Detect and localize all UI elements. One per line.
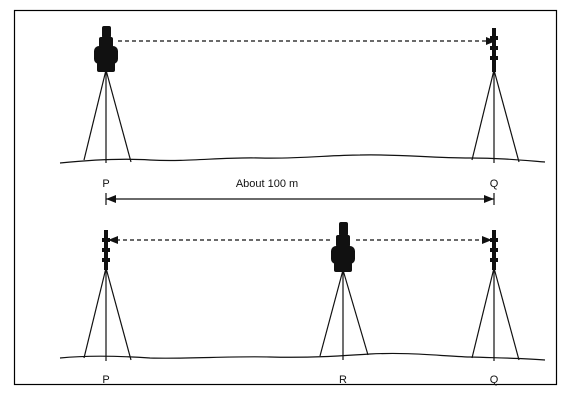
point-label-q-bottom: Q bbox=[490, 374, 499, 386]
diagram-frame bbox=[13, 9, 558, 386]
distance-label: About 100 m bbox=[236, 178, 298, 190]
distance-dimension-line bbox=[105, 193, 495, 205]
staff-tripod-q-bottom bbox=[471, 230, 520, 361]
point-label-r: R bbox=[339, 374, 347, 386]
staff-tripod-p bbox=[83, 230, 132, 361]
sight-arrowhead-p bbox=[108, 236, 118, 244]
sight-arrowhead-top bbox=[486, 37, 496, 45]
bottom-scene: P R Q bbox=[59, 222, 546, 386]
point-label-p-bottom: P bbox=[102, 374, 109, 386]
ground-line-bottom bbox=[59, 352, 546, 361]
point-label-q-top: Q bbox=[490, 178, 499, 190]
staff-tripod-q bbox=[471, 28, 520, 163]
point-label-p-top: P bbox=[102, 178, 109, 190]
sight-arrowhead-q bbox=[482, 236, 492, 244]
top-scene: P Q About 100 m bbox=[59, 26, 546, 205]
instrument-tripod-r bbox=[319, 222, 369, 360]
instrument-tripod-p bbox=[83, 26, 132, 163]
ground-line-top bbox=[59, 154, 546, 164]
